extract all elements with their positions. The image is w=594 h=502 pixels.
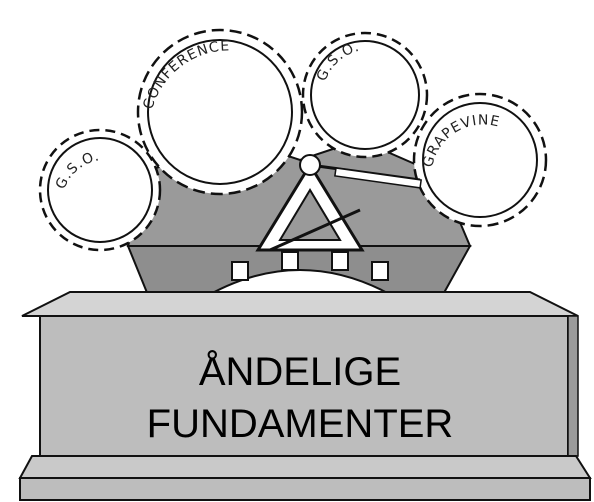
gear-gso-top: G.S.O.	[301, 31, 429, 159]
protractor-arm	[255, 154, 423, 252]
base-title-line-2: FUNDAMENTER	[147, 402, 454, 446]
base-title-line-1: ÅNDELIGE	[199, 349, 401, 394]
gear-gso-left: G.S.O.	[38, 128, 162, 252]
gear-conference: CONFERENCE	[136, 28, 304, 196]
gear-grapevine: GRAPEVINE	[412, 92, 548, 228]
base-plinth	[18, 291, 592, 501]
